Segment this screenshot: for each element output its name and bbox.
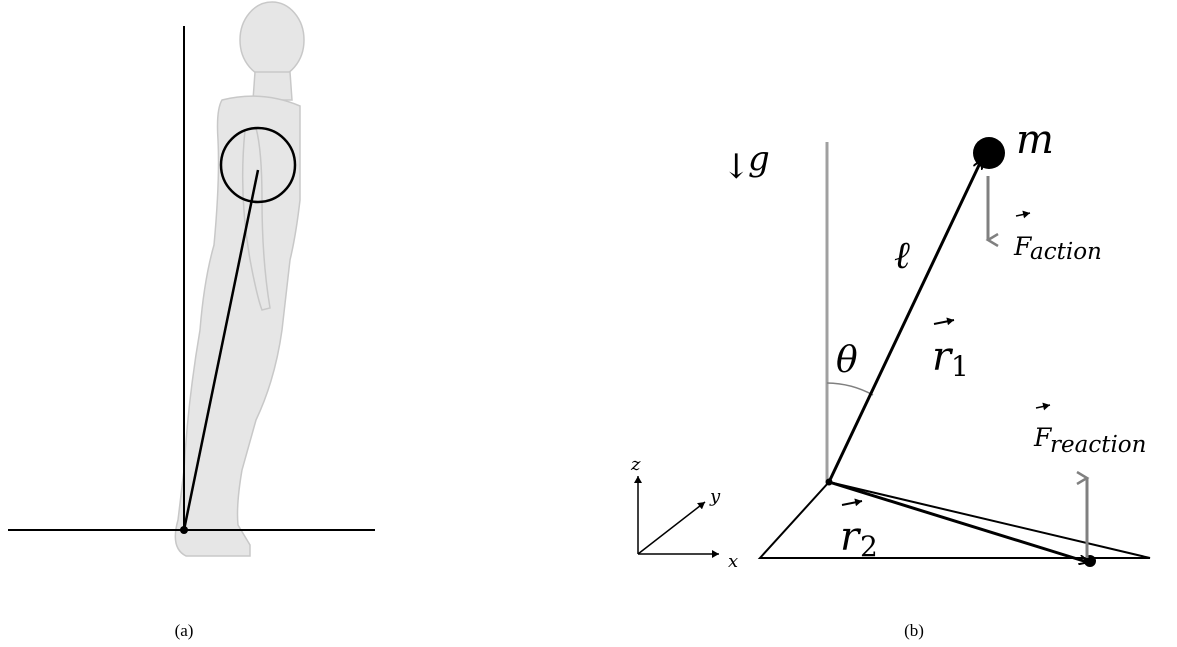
point-mass <box>973 137 1005 169</box>
svg-text:F: F <box>1013 232 1033 261</box>
r2-vector <box>828 480 1087 562</box>
svg-text:action: action <box>1030 239 1102 265</box>
r2-vector-accent <box>841 498 863 507</box>
svg-text:r: r <box>932 334 954 380</box>
svg-text:reaction: reaction <box>1050 432 1146 458</box>
svg-text:1: 1 <box>951 350 969 383</box>
human-figure <box>174 1 305 557</box>
f-reaction-label: F reaction <box>1033 402 1146 458</box>
coordinate-axes: x y z <box>630 454 738 572</box>
x-axis-label: x <box>728 551 738 572</box>
svg-text:r: r <box>840 514 862 560</box>
f-action-accent <box>1015 210 1031 219</box>
f-action-label: F action <box>1013 210 1102 265</box>
r1-label: r 1 <box>932 317 969 383</box>
y-axis-label: y <box>709 486 721 507</box>
ankle-pivot <box>180 526 188 534</box>
ground-plane-triangle <box>757 481 1151 559</box>
caption-a: (a) <box>175 621 194 640</box>
svg-text:2: 2 <box>860 530 878 563</box>
caption-b: (b) <box>904 621 924 640</box>
gravity-label: g <box>748 139 770 179</box>
r2-label: r 2 <box>840 498 878 563</box>
gravity-arrow-glyph: ↓ <box>722 147 751 187</box>
theta-arc <box>826 382 874 396</box>
origin-pivot <box>825 478 833 486</box>
r1-vector-accent <box>933 317 955 326</box>
y-axis <box>637 501 706 555</box>
panel-b: x y z ↓ g m ℓ θ r 1 r 2 F action <box>630 117 1151 640</box>
f-reaction-accent <box>1035 402 1051 411</box>
pendulum-rod <box>182 169 260 531</box>
center-of-mass-circle <box>219 126 297 204</box>
mass-label: m <box>1016 117 1054 163</box>
z-axis-label: z <box>630 454 641 475</box>
theta-label: θ <box>836 340 858 381</box>
svg-text:F: F <box>1033 423 1053 452</box>
panel-a: (a) <box>8 1 375 640</box>
length-label: ℓ <box>894 233 910 277</box>
r1-vector <box>827 161 981 483</box>
